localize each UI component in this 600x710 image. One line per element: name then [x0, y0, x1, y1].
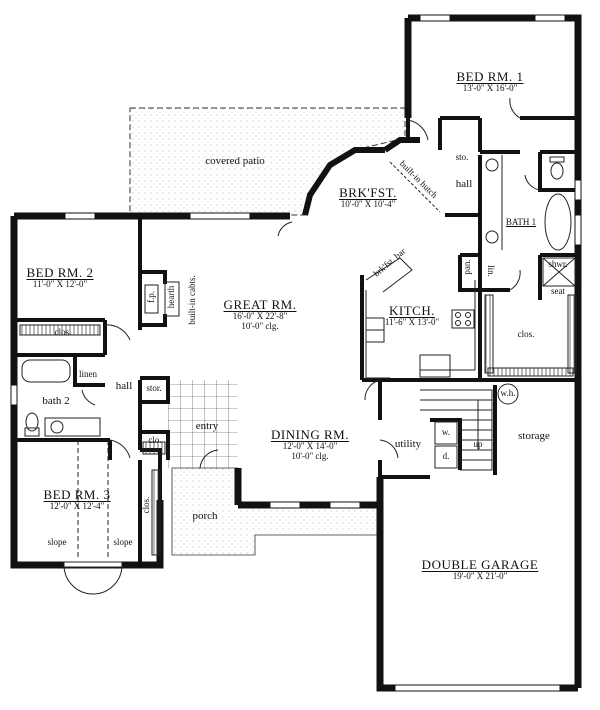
entry-tile: [168, 380, 238, 468]
label-washer: w.: [441, 427, 451, 437]
room-dims: 16'-0" X 22'-8": [232, 311, 288, 322]
label-utility: utility: [394, 438, 422, 450]
label-porch: porch: [192, 510, 218, 522]
label-closet-master: clos.: [517, 329, 535, 339]
room-ceiling: 10'-0" clg.: [241, 321, 279, 332]
label-water-heater: w.h.: [500, 388, 516, 398]
label-built-in-cabts: built-in cabts.: [187, 275, 198, 325]
room-dims: 13'-0" X 16'-0": [462, 83, 518, 94]
label-storage-small: stor.: [146, 383, 162, 393]
room-kitch: KITCH. 11'-6" X 13'-0": [384, 303, 440, 328]
room-name: KITCH.: [389, 303, 435, 318]
brkfst-bay-walls: [302, 137, 420, 216]
label-stairs-up: up: [473, 439, 483, 449]
label-sto: sto.: [455, 152, 469, 162]
label-closet-bed2: clos.: [54, 327, 72, 337]
label-hall-left: hall: [115, 380, 133, 392]
label-fireplace: f.p.: [146, 290, 157, 303]
room-ceiling: 10'-0" clg.: [291, 451, 329, 462]
room-name: DOUBLE GARAGE: [421, 557, 539, 572]
label-pantry: pan.: [462, 259, 473, 275]
fixtures: [19, 155, 577, 595]
label-storage: storage: [518, 430, 550, 442]
room-bath-1: BATH 1: [505, 217, 537, 227]
room-double-garage: DOUBLE GARAGE 19'-0" X 21'-0": [421, 557, 539, 582]
label-linen: linen: [79, 369, 97, 379]
room-name: BED RM. 1: [456, 69, 524, 84]
label-closet-bed3: clos.: [141, 496, 152, 514]
room-great-rm: GREAT RM. 16'-0" X 22'-8" 10'-0" clg.: [223, 297, 297, 332]
label-slope-right: slope: [113, 537, 133, 547]
room-dims: 12'-0" X 14'-0": [282, 441, 338, 452]
room-bath-2: bath 2: [42, 395, 70, 407]
room-bed-rm-1: BED RM. 1 13'-0" X 16'-0": [456, 69, 524, 94]
label-slope-left: slope: [47, 537, 67, 547]
room-name: BED RM. 2: [26, 265, 94, 280]
room-dims: 11'-0" X 12'-0": [32, 279, 88, 290]
windows: [10, 14, 582, 692]
room-name: GREAT RM.: [223, 297, 297, 312]
label-hall-right: hall: [455, 178, 473, 190]
label-shower: shwr.: [548, 259, 568, 269]
label-entry: entry: [195, 420, 219, 432]
room-brkfst: BRK'FST. 10'-0" X 10'-4": [339, 185, 397, 210]
room-bed-rm-2: BED RM. 2 11'-0" X 12'-0": [26, 265, 94, 290]
label-hearth: hearth: [166, 285, 177, 309]
room-name: BED RM. 3: [43, 487, 111, 502]
label-seat: seat: [551, 286, 565, 296]
room-dims: 11'-6" X 13'-0": [384, 317, 440, 328]
room-name: DINING RM.: [271, 427, 349, 442]
label-dryer: d.: [442, 451, 450, 461]
label-closet-entry: clo.: [148, 435, 162, 445]
room-dims: 10'-0" X 10'-4": [340, 199, 396, 210]
room-bed-rm-3: BED RM. 3 12'-0" X 12'-4": [43, 487, 111, 512]
doors: [81, 97, 541, 469]
room-dims: 12'-0" X 12'-4": [49, 501, 105, 512]
label-covered-patio: covered patio: [205, 155, 265, 167]
room-dims: 19'-0" X 21'-0": [452, 571, 508, 582]
room-dining-rm: DINING RM. 12'-0" X 14'-0" 10'-0" clg.: [271, 427, 349, 462]
label-lin: lin.: [485, 265, 496, 277]
room-name: BRK'FST.: [339, 185, 397, 200]
